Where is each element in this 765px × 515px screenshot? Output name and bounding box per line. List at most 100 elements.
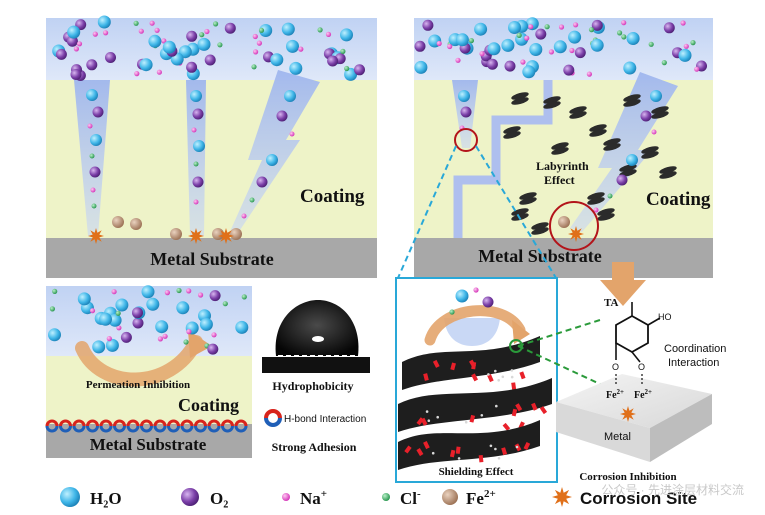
- na-ion: [479, 51, 485, 57]
- ta-molecule-marker: [455, 446, 461, 454]
- cl-ion: [544, 24, 550, 30]
- hbond-bottom: [99, 425, 113, 433]
- na-ion: [298, 46, 304, 52]
- hbond-bottom: [167, 425, 180, 433]
- cl-ion: [241, 294, 247, 300]
- ta-molecule-marker: [519, 371, 526, 380]
- na-ion: [116, 325, 122, 331]
- zoom-guide-left: [397, 145, 457, 279]
- cl-ion: [222, 301, 228, 307]
- h2o-molecule: [190, 90, 202, 102]
- panel-a-coating-label: Coating: [300, 186, 365, 207]
- ta-molecule-marker: [515, 403, 523, 412]
- corrosion-site-icon: [88, 228, 104, 244]
- cl-ion: [690, 40, 696, 46]
- filler-flake: [619, 164, 637, 172]
- o2-molecule: [192, 108, 204, 120]
- sheet-dot: [497, 379, 501, 382]
- h2o-molecule: [162, 40, 176, 54]
- panel-a-particles: [52, 15, 365, 244]
- o2-molecule: [70, 69, 82, 80]
- fe-ion: [230, 228, 242, 240]
- h2o-molecule: [108, 313, 122, 327]
- hbond-bottom: [126, 425, 140, 433]
- o2-molecule: [89, 166, 101, 178]
- h2o-molecule: [678, 48, 692, 62]
- o-label-left: O: [612, 362, 619, 372]
- panel-b-filler-flakes: [503, 92, 677, 235]
- na-ion: [241, 213, 247, 219]
- corrosion-site-icon: [218, 228, 234, 244]
- h2o-molecule: [99, 312, 112, 326]
- hbond-top: [72, 419, 86, 427]
- na-ion: [87, 123, 93, 129]
- ta-molecule-marker: [511, 382, 517, 390]
- o2-molecule: [486, 58, 498, 70]
- o2-molecule: [92, 106, 104, 118]
- ta-label: TA: [604, 297, 619, 309]
- na-ion: [683, 43, 689, 49]
- cl-ion: [217, 42, 223, 48]
- ta-molecule-marker: [487, 374, 494, 383]
- ta-molecule-marker: [468, 359, 476, 368]
- h2o-molecule: [455, 289, 469, 303]
- o2-molecule: [591, 19, 603, 31]
- ta-molecule-marker: [502, 422, 511, 431]
- hydrophobicity-inset: Hydrophobicity H-bond Interaction Strong…: [260, 290, 370, 454]
- ta-bond-o-right: [631, 351, 641, 363]
- cl-ion: [251, 64, 257, 70]
- hbond-top: [153, 419, 167, 427]
- na-ion: [569, 47, 575, 54]
- sheet-dot: [464, 420, 468, 424]
- o2-molecule: [66, 35, 78, 47]
- down-arrow-head: [600, 280, 646, 306]
- hbond-label: H-bond Interaction: [284, 414, 366, 425]
- legend-h2o-label: H₂O: [90, 489, 122, 508]
- hbond-top: [45, 419, 59, 427]
- legend-h2o-icon: [60, 487, 80, 507]
- hbond-top: [221, 419, 234, 427]
- o2-molecule: [204, 54, 216, 66]
- sheet-dot: [427, 419, 431, 423]
- hbond-top: [59, 419, 72, 427]
- na-ion: [520, 59, 526, 65]
- o2-molecule: [105, 52, 116, 63]
- na-ion: [111, 289, 117, 295]
- o2-molecule: [276, 110, 288, 122]
- panel-b-labyrinth-label-1: Labyrinth: [536, 159, 589, 173]
- na-ion: [154, 27, 160, 33]
- legend-corrosion-icon: [552, 487, 572, 507]
- filler-flake: [511, 208, 529, 216]
- zoom-guide-right: [475, 145, 557, 279]
- hbond-bottom: [113, 425, 126, 433]
- h2o-molecule: [623, 61, 637, 75]
- filler-flake: [589, 124, 607, 132]
- na-ion: [256, 40, 262, 46]
- h2o-molecule: [77, 292, 91, 306]
- corrosion-site-icon: [188, 228, 204, 244]
- h2o-molecule: [458, 90, 470, 102]
- h2o-molecule: [197, 37, 211, 51]
- h2o-molecule: [286, 39, 299, 53]
- h2o-molecule: [92, 340, 106, 354]
- hbond-top: [180, 419, 194, 427]
- ta-molecule-marker: [469, 414, 476, 423]
- o2-molecule: [209, 290, 221, 302]
- h2o-molecule: [340, 28, 353, 42]
- hbond-bottom: [153, 425, 167, 433]
- o2-molecule: [574, 47, 586, 59]
- ta-molecule-marker: [471, 373, 479, 382]
- hbond-top: [86, 419, 99, 427]
- na-ion: [436, 40, 442, 47]
- ta-molecule-marker: [511, 408, 518, 417]
- na-ion: [186, 329, 192, 335]
- o2-molecule: [132, 307, 143, 319]
- panel-a-stream-2: [186, 80, 206, 236]
- sheet-dot: [487, 373, 490, 376]
- h2o-molecule: [235, 320, 249, 334]
- o2-molecule: [86, 59, 98, 71]
- o2-molecule: [482, 296, 494, 308]
- cl-ion: [588, 27, 595, 33]
- hbond-bottom: [45, 425, 59, 433]
- legend-fe-label: Fe2+: [466, 488, 496, 508]
